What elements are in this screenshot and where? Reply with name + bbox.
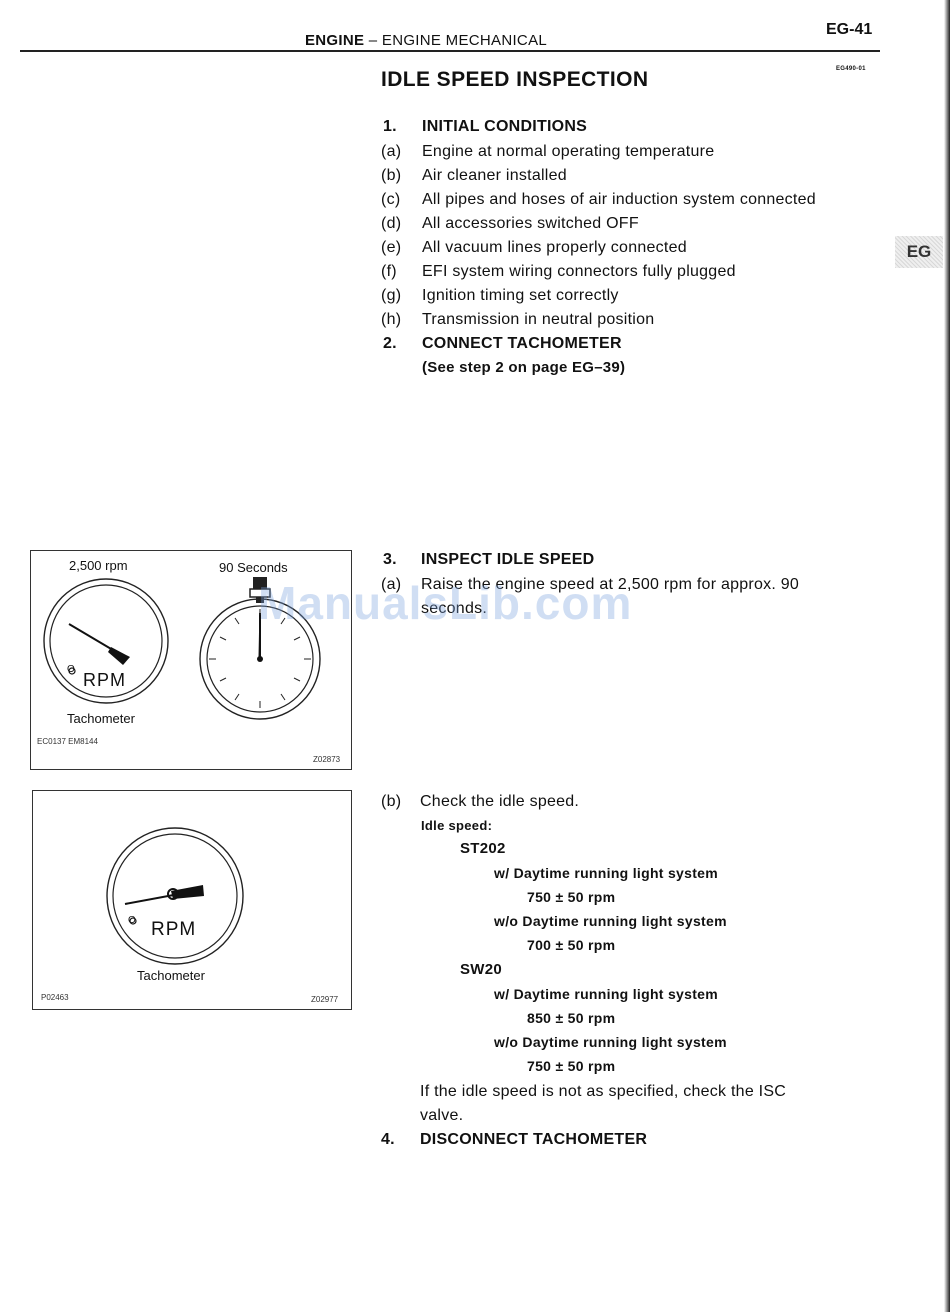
figure1-caption: Tachometer [67,711,135,726]
step3a-letter: (a) [381,576,402,593]
section-header-bold: ENGINE [305,32,365,49]
step1-item-g-text: Ignition timing set correctly [422,287,619,304]
doc-code: EG490-01 [836,66,866,72]
sw20-without-drl-value: 750 ± 50 rpm [527,1058,616,1074]
section-header: ENGINE – ENGINE MECHANICAL [305,32,547,49]
step1-item-d-text: All accessories switched OFF [422,215,639,232]
step1-item-g-letter: (g) [381,287,402,304]
page-title: IDLE SPEED INSPECTION [381,68,649,91]
step1-item-h-letter: (h) [381,311,402,328]
sw20-without-drl-label: w/o Daytime running light system [494,1034,727,1050]
section-tab: EG [895,236,943,268]
step3b-letter: (b) [381,793,402,810]
step1-item-b-text: Air cleaner installed [422,167,567,184]
sw20-with-drl-label: w/ Daytime running light system [494,986,719,1002]
model-st202-name: ST202 [460,840,506,857]
step1-item-a-text: Engine at normal operating temperature [422,143,715,160]
tachometer-gauge-icon [106,827,244,965]
figure1-timer-label: 90 Seconds [219,560,288,575]
sw20-with-drl-value: 850 ± 50 rpm [527,1010,616,1026]
figure-tachometer-idle: O RPM Tachometer P02463 Z02977 [32,790,352,1010]
step1-item-e-text: All vacuum lines properly connected [422,239,687,256]
step1-item-h-text: Transmission in neutral position [422,311,655,328]
model-sw20-name: SW20 [460,961,503,978]
figure-tachometer-stopwatch: 2,500 rpm 90 Seconds [30,550,352,770]
tachometer-gauge-icon [43,578,169,704]
step1-number: 1. [383,118,397,135]
step1-item-c-text: All pipes and hoses of air induction sys… [422,191,816,208]
step2-note: (See step 2 on page EG–39) [422,359,626,376]
idle-speed-label: Idle speed: [421,818,493,833]
step3-heading: INSPECT IDLE SPEED [421,551,595,568]
figure2-dial-zero: O [128,915,136,926]
isc-note-line1: If the idle speed is not as specified, c… [420,1083,787,1100]
figure2-caption: Tachometer [137,968,205,983]
figure1-rpm-label: 2,500 rpm [69,558,128,573]
watermark: ManualsLib.com [258,577,633,629]
st202-without-drl-label: w/o Daytime running light system [494,913,727,929]
figure2-dial-text: RPM [151,919,197,940]
step2-heading: CONNECT TACHOMETER [422,335,622,352]
figure1-drawing [43,577,321,720]
step3a-line1: Raise the engine speed at 2,500 rpm for … [421,576,800,593]
figure2-drawing [106,827,244,965]
section-header-rest: – ENGINE MECHANICAL [364,32,548,49]
step3b-text: Check the idle speed. [420,793,580,810]
step1-item-c-letter: (c) [381,191,401,208]
isc-note-line2: valve. [420,1107,464,1124]
figure1-code-right: Z02873 [313,755,341,764]
step1-heading: INITIAL CONDITIONS [422,118,588,135]
figure2-code-right: Z02977 [311,995,339,1004]
step1-item-a-letter: (a) [381,143,402,160]
step1-item-f-text: EFI system wiring connectors fully plugg… [422,263,736,280]
step2-number: 2. [383,335,397,352]
step4-heading: DISCONNECT TACHOMETER [420,1131,648,1148]
figure1-code-left: EC0137 EM8144 [37,737,98,746]
header-rule [20,50,880,52]
figure2-code-left: P02463 [41,993,69,1002]
step1-item-e-letter: (e) [381,239,402,256]
stopwatch-icon [199,577,321,720]
step3a-line2: seconds. [421,600,488,617]
figure1-dial-text: RPM [83,670,126,690]
figure1-dial-zero: O [67,664,75,675]
page-edge [944,0,950,1312]
st202-with-drl-label: w/ Daytime running light system [494,865,719,881]
step3-number: 3. [383,551,397,568]
step4-number: 4. [381,1131,395,1148]
step1-item-f-letter: (f) [381,263,397,280]
st202-without-drl-value: 700 ± 50 rpm [527,937,616,953]
step1-item-d-letter: (d) [381,215,402,232]
page-number: EG-41 [826,21,873,38]
step1-item-b-letter: (b) [381,167,402,184]
st202-with-drl-value: 750 ± 50 rpm [527,889,616,905]
